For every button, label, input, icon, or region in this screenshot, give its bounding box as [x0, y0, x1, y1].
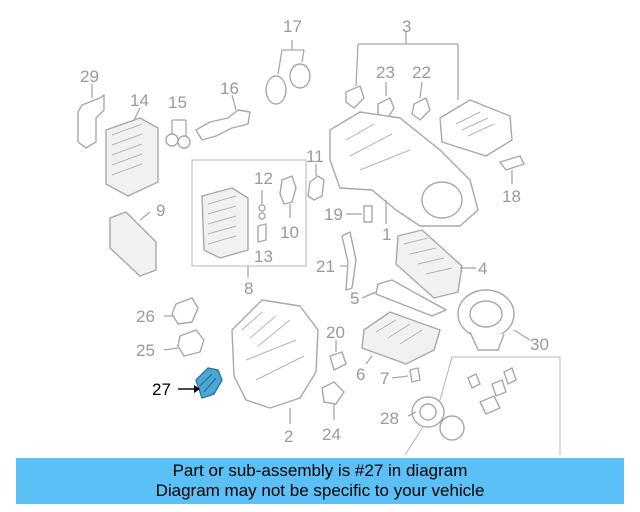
- label-27: 27: [152, 380, 171, 399]
- label-21: 21: [316, 257, 335, 276]
- part-8-core: [201, 187, 249, 259]
- label-18: 18: [502, 187, 521, 206]
- part-24-drawing: [321, 381, 345, 405]
- part-21-drawing: [341, 231, 357, 291]
- label-2: 2: [284, 427, 293, 446]
- part-7-drawing: [409, 367, 421, 383]
- part-5-drawing: [375, 279, 447, 317]
- part-10-drawing: [279, 175, 297, 205]
- part-9-drawing: [109, 211, 157, 277]
- banner-line-2: Diagram may not be specific to your vehi…: [155, 481, 485, 500]
- label-24: 24: [322, 425, 341, 444]
- label-8: 8: [244, 279, 253, 298]
- label-26: 26: [136, 307, 155, 326]
- label-13: 13: [254, 247, 273, 266]
- part-4-drawing: [395, 229, 463, 299]
- part-26-drawing: [171, 297, 199, 325]
- label-9: 9: [156, 201, 165, 220]
- label-17: 17: [283, 17, 302, 36]
- part-29-drawing: [77, 94, 105, 149]
- part-23-drawing: [377, 97, 395, 119]
- part-17-drawing: [265, 75, 287, 105]
- label-22: 22: [412, 63, 431, 82]
- part-6-drawing: [361, 311, 441, 365]
- parts-diagram: 17 3 29 14 15 16 23 22 11 18 12 9 19 1 1…: [77, 17, 561, 455]
- group-frame-8: [191, 159, 307, 267]
- part-27-highlighted-drawing: [195, 367, 223, 399]
- part-14-drawing: [105, 117, 159, 197]
- label-14: 14: [130, 91, 149, 110]
- label-25: 25: [136, 341, 155, 360]
- label-30: 30: [530, 335, 549, 354]
- part-12-drawing: [258, 204, 266, 212]
- label-19: 19: [324, 205, 343, 224]
- label-29: 29: [80, 67, 99, 86]
- label-1: 1: [382, 225, 391, 244]
- label-16: 16: [220, 79, 239, 98]
- label-15: 15: [168, 93, 187, 112]
- banner-line-1: Part or sub-assembly is #27 in diagram: [172, 461, 468, 480]
- label-5: 5: [350, 289, 359, 308]
- label-3: 3: [402, 17, 411, 36]
- part-22-drawing: [411, 97, 431, 121]
- label-4: 4: [478, 259, 487, 278]
- part-18-drawing: [499, 155, 525, 171]
- label-10: 10: [280, 223, 299, 242]
- label-23: 23: [376, 63, 395, 82]
- label-28: 28: [380, 409, 399, 428]
- part-15-drawing: [165, 133, 179, 147]
- part-13-drawing: [257, 223, 267, 243]
- label-20: 20: [326, 323, 345, 342]
- label-7: 7: [380, 369, 389, 388]
- part-16-drawing: [195, 109, 251, 141]
- part-25-drawing: [177, 329, 205, 357]
- info-banner: Part or sub-assembly is #27 in diagram D…: [16, 458, 624, 504]
- part-19-drawing: [363, 205, 373, 223]
- label-11: 11: [306, 147, 324, 166]
- part-3-drawing: [439, 99, 513, 157]
- part-11-drawing: [307, 175, 325, 201]
- label-6: 6: [356, 365, 365, 384]
- label-12: 12: [254, 169, 273, 188]
- part-2-drawing: [231, 299, 319, 409]
- part-20-drawing: [329, 351, 347, 371]
